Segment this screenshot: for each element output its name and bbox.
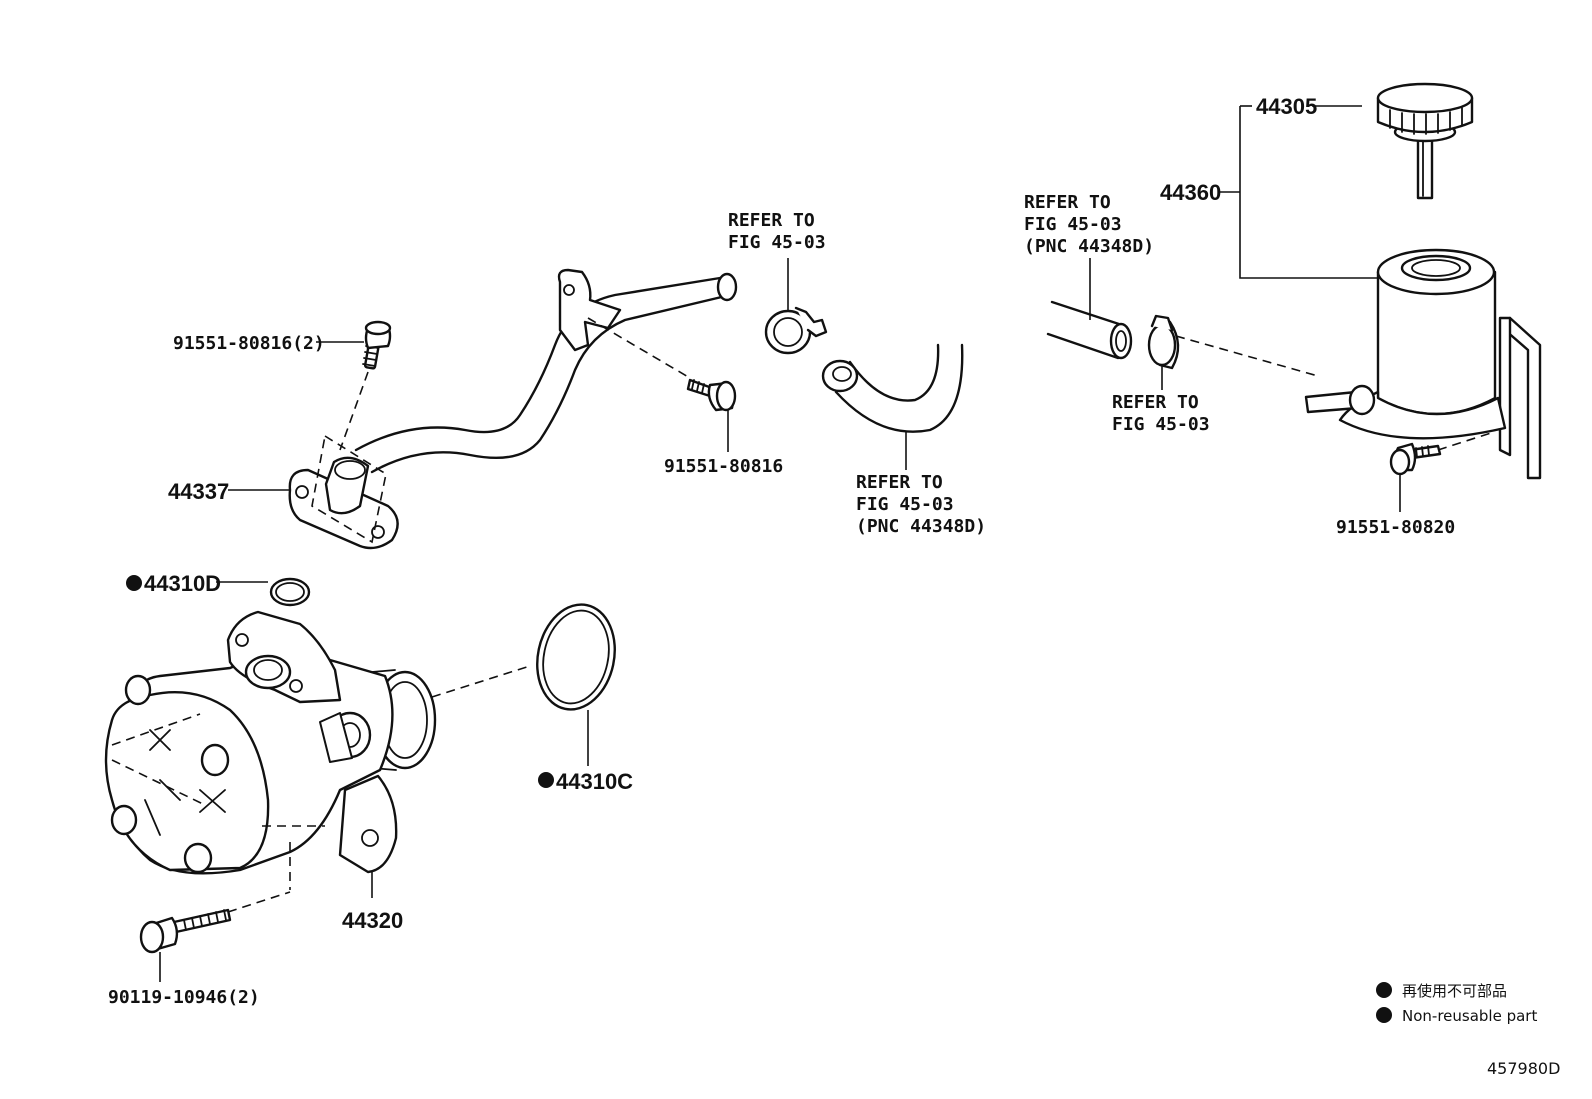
refer-clamp-top-line2: FIG 45-03 <box>728 232 826 253</box>
bolt-right <box>1389 442 1442 476</box>
power-steering-pump <box>104 610 437 890</box>
legend-en: Non-reusable part <box>1402 1007 1537 1025</box>
label-44310d: 44310D <box>144 571 221 596</box>
non-reusable-marker <box>126 575 142 591</box>
non-reusable-marker <box>538 772 554 788</box>
refer-hose-right-line1: REFER TO <box>1024 192 1111 213</box>
hose-clamp-right <box>1147 314 1180 370</box>
label-44320: 44320 <box>342 908 403 933</box>
o-ring-large <box>536 603 616 711</box>
label-44305: 44305 <box>1256 94 1317 119</box>
hose-right <box>1046 300 1133 360</box>
refer-hose-right-line2: FIG 45-03 <box>1024 214 1122 235</box>
refer-clamp-right-line1: REFER TO <box>1112 392 1199 413</box>
reservoir-tank <box>1304 248 1542 480</box>
bolt-top-left <box>362 320 392 370</box>
label-44337: 44337 <box>168 479 229 504</box>
refer-hose-return-line3: (PNC 44348D) <box>856 516 986 537</box>
assembly-lines <box>227 317 1495 913</box>
leader-lines <box>159 105 1401 982</box>
return-hose <box>821 343 964 433</box>
label-44310c: 44310C <box>556 769 633 794</box>
label-bolt-top-left: 91551-80816(2) <box>173 333 325 354</box>
refer-hose-return-line1: REFER TO <box>856 472 943 493</box>
label-bolt-bottom: 90119-10946(2) <box>108 987 260 1008</box>
label-44360: 44360 <box>1160 180 1221 205</box>
legend-dot-en <box>1376 1007 1392 1023</box>
figure-id: 457980D <box>1487 1059 1560 1078</box>
refer-clamp-top-line1: REFER TO <box>728 210 815 231</box>
label-bolt-mid: 91551-80816 <box>664 456 783 477</box>
hose-clamp-top <box>764 306 828 355</box>
refer-hose-return-line2: FIG 45-03 <box>856 494 954 515</box>
refer-labels: REFER TO FIG 45-03 REFER TO FIG 45-03 (P… <box>728 192 1210 537</box>
part-labels: 44305 44360 91551-80816(2) 44337 44310D … <box>108 94 1455 1008</box>
legend: 再使用不可部品 Non-reusable part <box>1376 982 1537 1025</box>
legend-jp: 再使用不可部品 <box>1402 982 1507 1000</box>
bolt-mid <box>686 378 737 412</box>
reservoir-cap <box>1376 82 1474 200</box>
label-bolt-right: 91551-80820 <box>1336 517 1455 538</box>
pressure-tube <box>288 268 738 550</box>
refer-clamp-right-line2: FIG 45-03 <box>1112 414 1210 435</box>
refer-hose-right-line3: (PNC 44348D) <box>1024 236 1154 257</box>
legend-dot-jp <box>1376 982 1392 998</box>
bolt-bottom <box>139 908 232 954</box>
